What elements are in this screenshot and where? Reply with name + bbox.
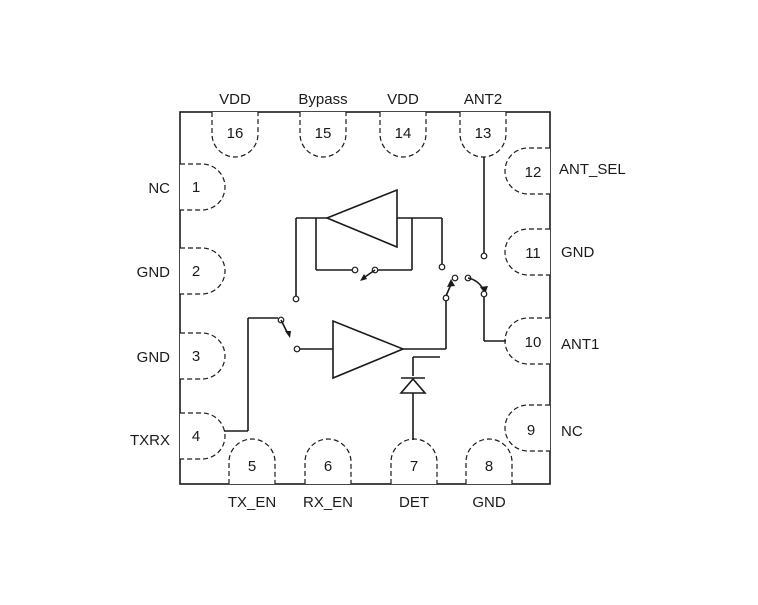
pin-label-12: ANT_SEL [559,161,626,178]
pin-number-9: 9 [527,422,535,439]
pad-9 [504,404,550,452]
bypass-switch-arrowhead [360,274,367,281]
pad-3 [180,332,226,380]
pad-8 [465,438,513,484]
txrx-switch [224,295,301,432]
pad-5 [228,438,276,484]
pin-number-11: 11 [525,245,541,262]
pin-number-6: 6 [324,458,332,475]
txrx-switch-arrowhead [285,331,291,338]
pin-number-2: 2 [192,263,200,280]
pin-11: 11 GND [504,228,595,276]
pin-5: 5 TX_EN [228,438,276,511]
pin-6: 6 RX_EN [303,438,353,511]
pin-number-10: 10 [525,334,542,351]
pin-number-5: 5 [248,458,256,475]
detector-diode [399,377,427,440]
pad-4 [180,412,226,460]
pin-label-15: Bypass [298,91,347,108]
pad-7 [390,438,438,484]
pin-number-8: 8 [485,458,493,475]
pin-label-5: TX_EN [228,494,276,511]
pin-number-7: 7 [410,458,418,475]
pin-8: 8 GND [465,438,513,511]
pin-label-13: ANT2 [464,91,502,108]
antenna-switch [438,157,506,342]
pad-12 [504,147,550,195]
pin-9: 9 NC [504,404,583,452]
pin-label-16: VDD [219,91,251,108]
pin-label-4: TXRX [130,432,170,449]
pin-label-3: GND [137,349,171,366]
pin-label-11: GND [561,244,595,261]
pin-2: 2 GND [137,247,226,295]
pin-number-14: 14 [395,125,412,142]
pin-7: 7 DET [390,438,438,511]
package-outline [179,111,551,485]
pin-number-13: 13 [475,125,492,142]
pin-label-7: DET [399,494,429,511]
ant-switch-arrowhead-right [480,286,488,294]
pad-15 [299,112,347,158]
pad-6 [304,438,352,484]
tx-amplifier [297,300,447,380]
pad-16 [211,112,259,158]
pin-12: 12 ANT_SEL [504,147,626,195]
pin-10: 10 ANT1 [504,317,599,365]
pin-1: 1 NC [148,163,226,211]
pin-label-2: GND [137,264,171,281]
pin-13: 13 ANT2 [459,91,507,158]
pad-14 [379,112,427,158]
pin-number-1: 1 [192,179,200,196]
pad-13 [459,112,507,158]
pin-number-3: 3 [192,348,200,365]
pin-14: 14 VDD [379,91,427,158]
pin-label-1: NC [148,180,170,197]
pin-label-10: ANT1 [561,336,599,353]
bypass-switch [351,266,379,281]
pin-16: 16 VDD [211,91,259,158]
pin-label-14: VDD [387,91,419,108]
pin-number-4: 4 [192,428,200,445]
pin-4: 4 TXRX [130,412,226,460]
pin-label-6: RX_EN [303,494,353,511]
pad-2 [180,247,226,295]
pad-1 [180,163,226,211]
pad-11 [504,228,550,276]
pin-number-15: 15 [315,125,332,142]
rx-amplifier [295,188,443,296]
ant-switch-arrowhead-left [447,279,455,287]
pin-number-12: 12 [525,164,542,181]
pin-label-8: GND [472,494,506,511]
pin-15: 15 Bypass [298,91,348,158]
pin-number-16: 16 [227,125,244,142]
pin-label-9: NC [561,423,583,440]
pin-3: 3 GND [137,332,226,380]
